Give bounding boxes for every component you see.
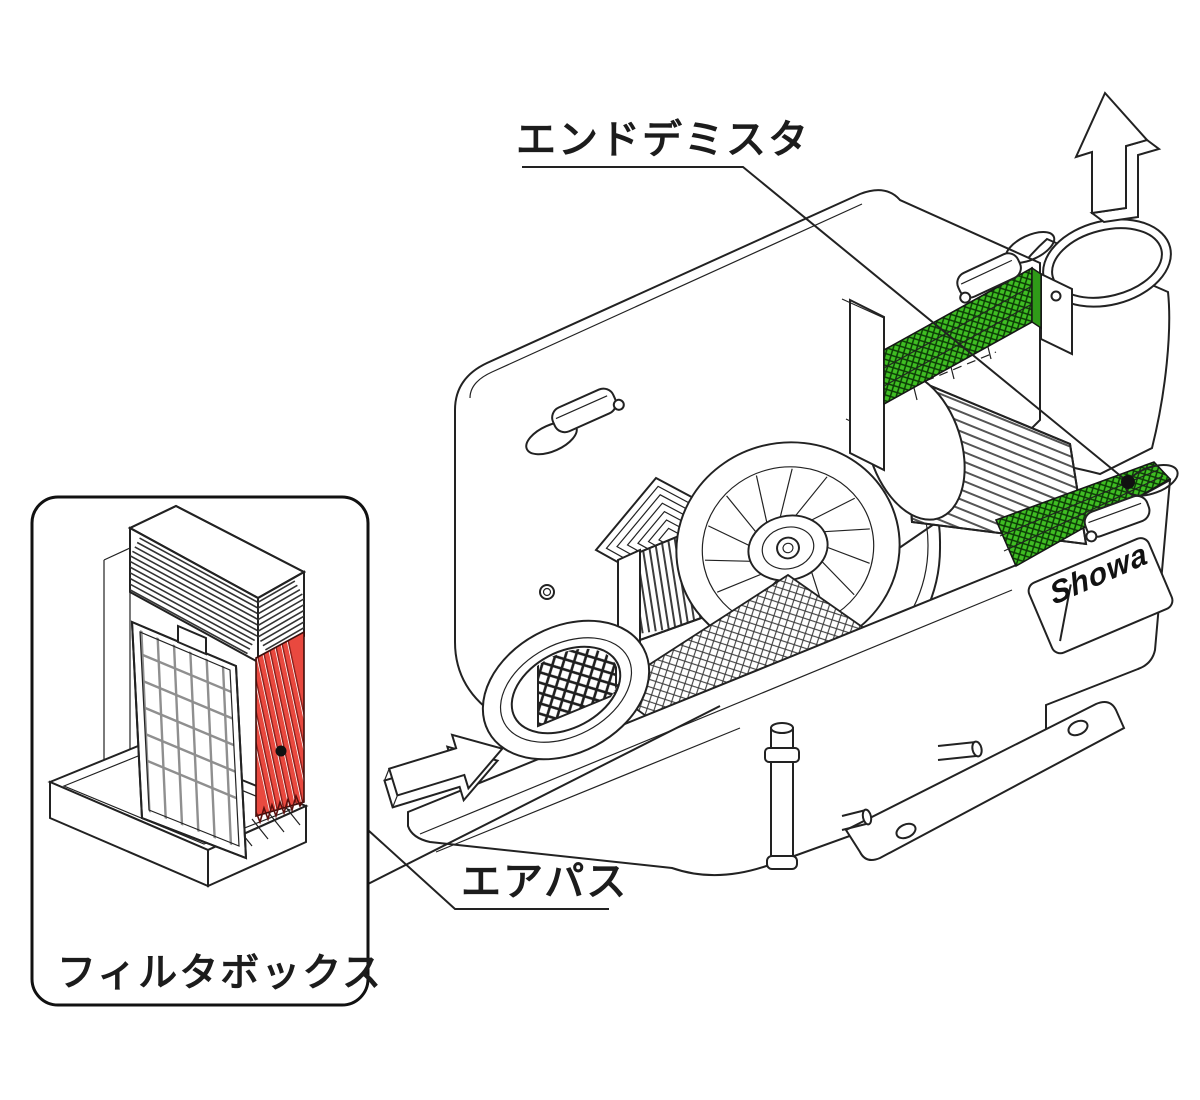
end-demister-top [883, 266, 1042, 406]
divider-wall [841, 272, 1073, 472]
up-arrow-icon [1074, 91, 1162, 224]
end-demister-label: エンドデミスタ [516, 118, 810, 162]
inlet-duct [481, 584, 651, 761]
end-demister-callout-dot [1121, 475, 1135, 489]
filter-box-inset [30, 495, 370, 1007]
base-flange [844, 701, 1126, 861]
filter-panel [130, 620, 248, 860]
air-path-label: エアパス [461, 860, 629, 904]
rotor-drum [864, 371, 1088, 546]
pipe-stub [841, 740, 983, 831]
drain-pipe [764, 722, 800, 870]
filter-box-label: フィルタボックス [57, 952, 384, 995]
inlet-arrow-icon [383, 733, 505, 809]
air-path-pleats [255, 630, 305, 825]
brand-panel [1027, 537, 1174, 655]
air-path-callout-dot [275, 745, 287, 757]
latch-clamp [525, 231, 1179, 543]
